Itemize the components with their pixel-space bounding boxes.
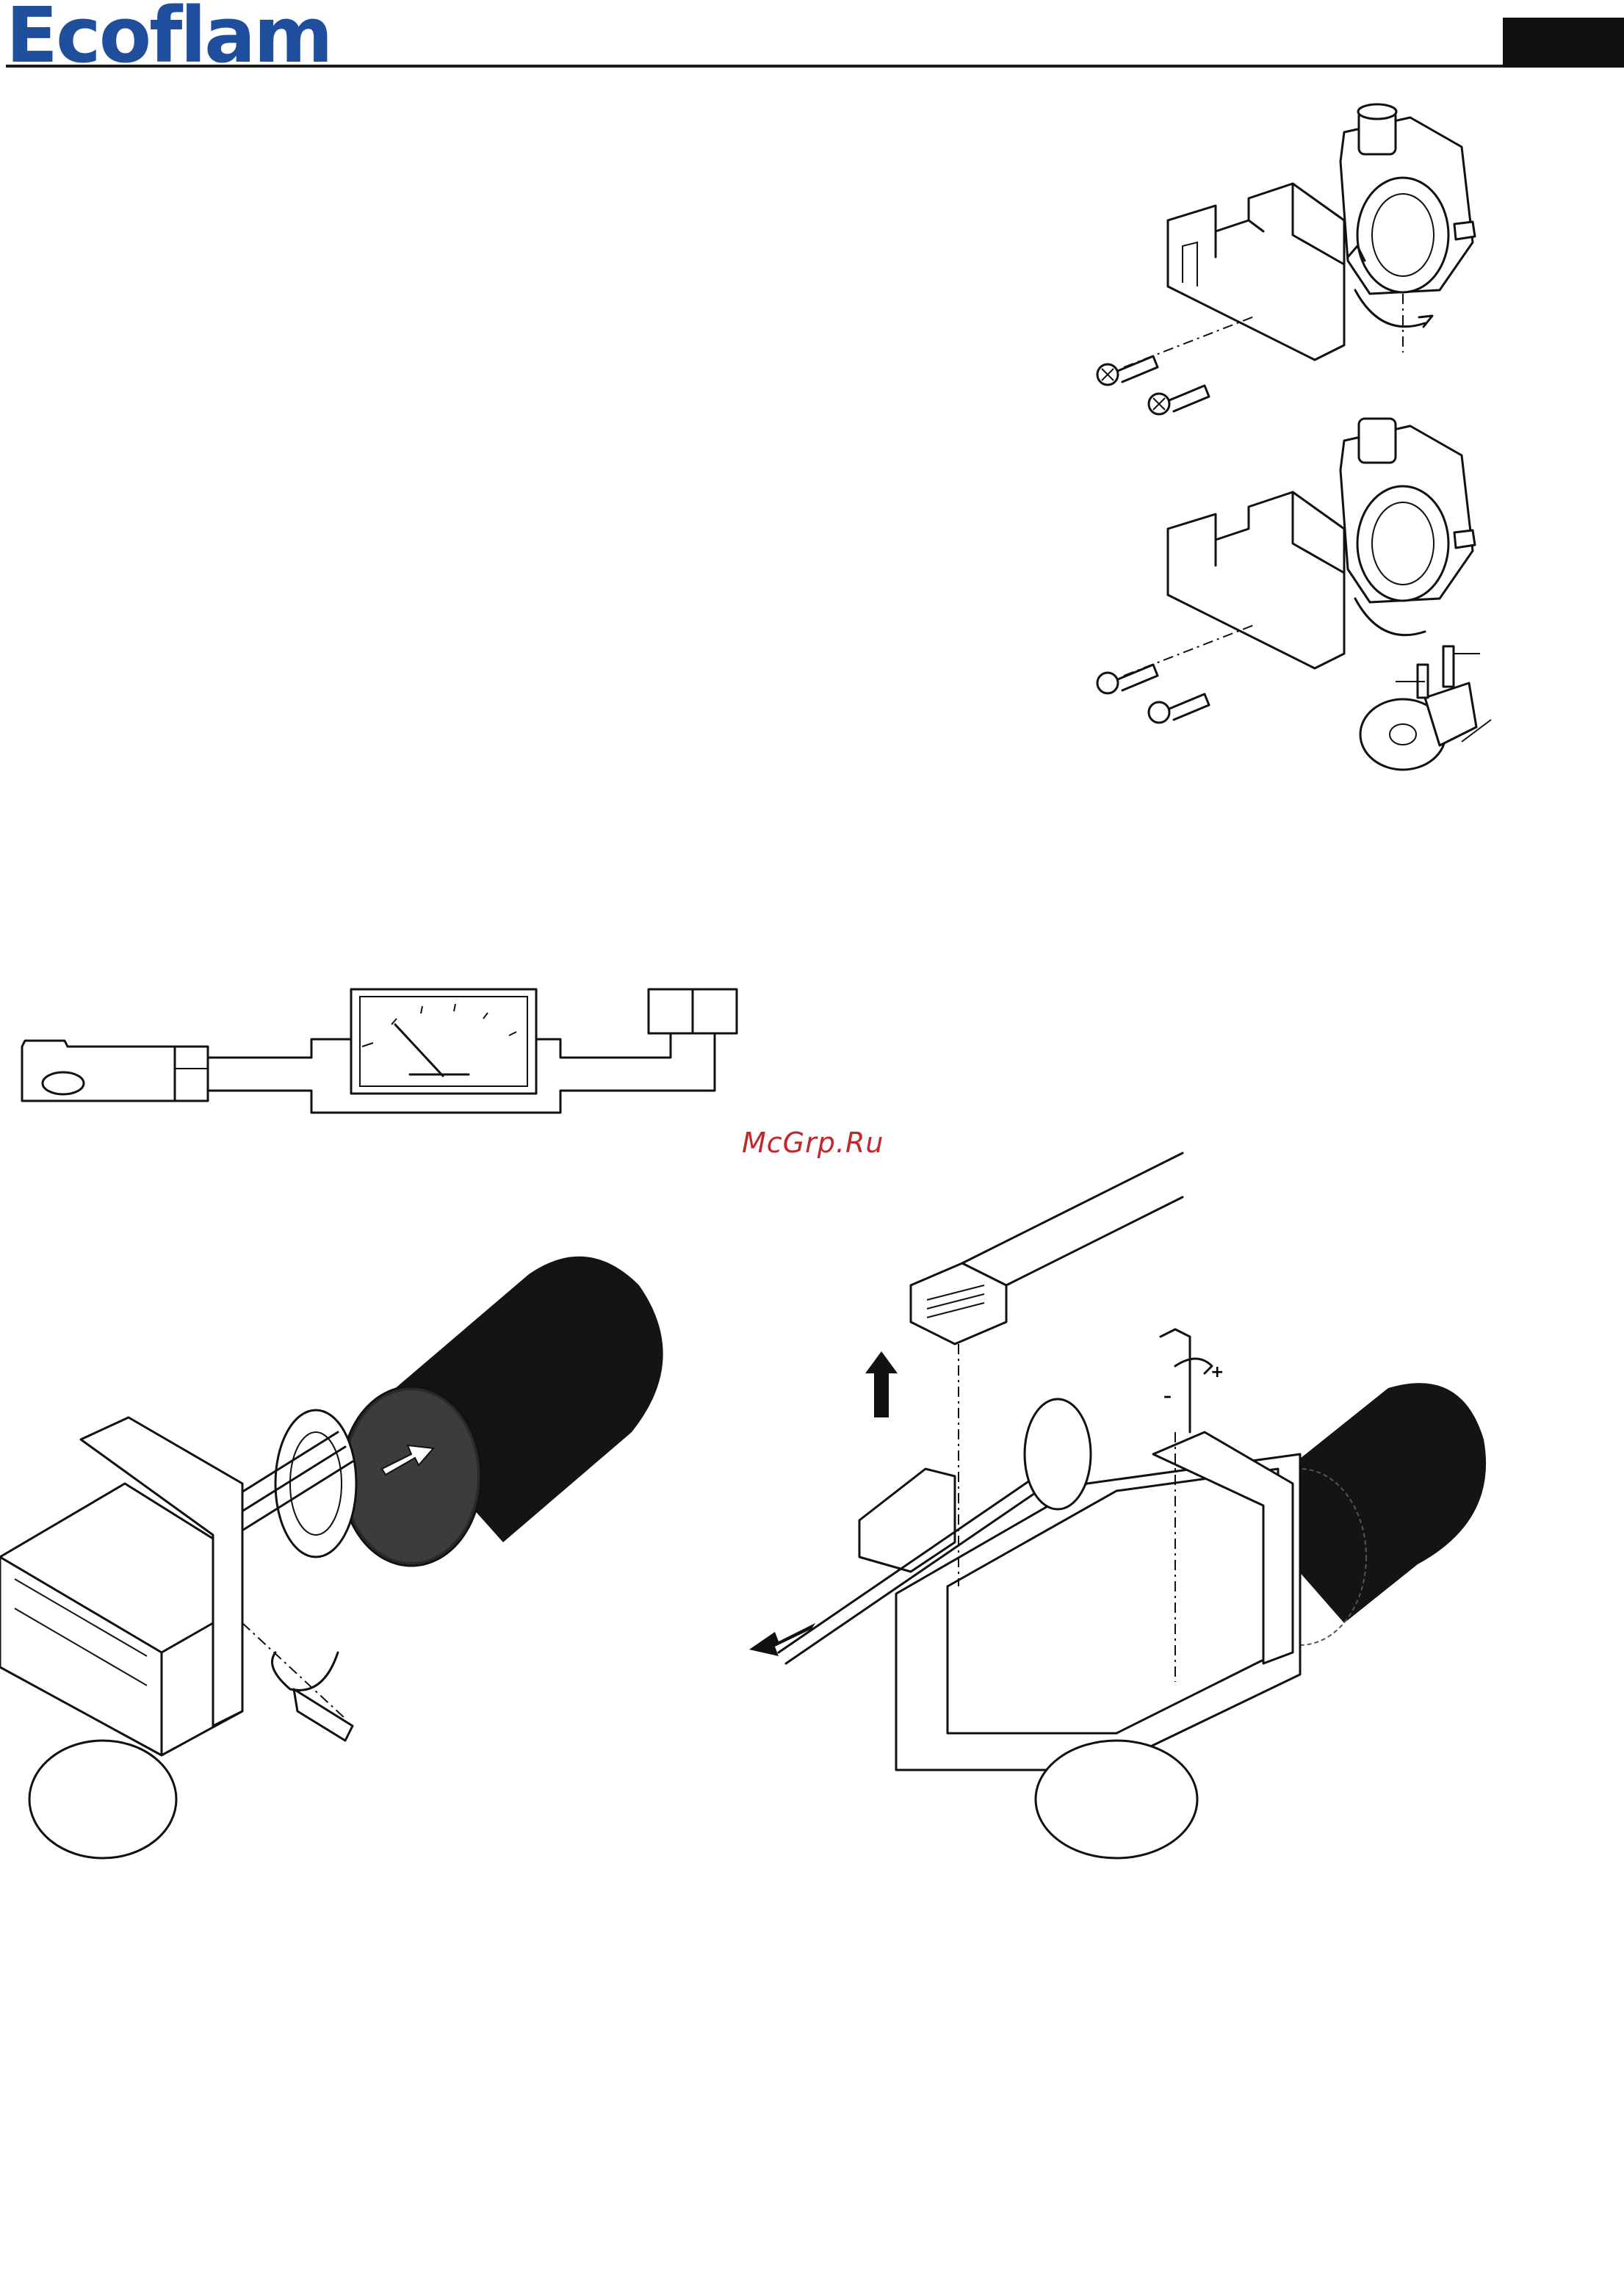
cover-plate: [1168, 184, 1344, 360]
rotation-arrow-2: [1355, 599, 1425, 635]
pump-body-2: [1340, 419, 1475, 602]
pump-cover-figure-2: [1080, 411, 1506, 793]
screw-2: [1149, 386, 1209, 414]
screw-4: [1149, 694, 1209, 723]
valve-block: [1360, 646, 1491, 770]
screw-1: [1097, 356, 1158, 385]
probe: [22, 1041, 208, 1101]
housing-cover: [911, 1153, 1183, 1344]
turn-arrow-icon: [273, 1652, 339, 1690]
plus-label: +: [1210, 1363, 1224, 1381]
adjust-key: + –: [1161, 1329, 1224, 1432]
pump-cover-figure-1: [1080, 103, 1491, 441]
page-tab: [1503, 18, 1624, 68]
pressure-gauge-diagram: [21, 980, 740, 1127]
brand-logo: Ecoflam: [6, 0, 331, 71]
adjustment-figure: + –: [735, 1241, 1542, 1799]
rotation-arrow: [1355, 290, 1425, 327]
pump-body: [1340, 104, 1475, 294]
screw-3: [1097, 665, 1158, 693]
up-arrow-icon: [865, 1351, 898, 1417]
burner-body: [0, 1417, 242, 1858]
header-rule: [6, 65, 1619, 68]
gauge: [351, 989, 536, 1094]
watermark-text: McGrp.Ru: [742, 1127, 884, 1159]
test-box: [596, 989, 737, 1091]
open-housing: [896, 1432, 1300, 1858]
blast-tube: [342, 1257, 663, 1566]
hex-key-icon: [294, 1689, 353, 1741]
minus-label: –: [1163, 1387, 1172, 1406]
blast-tube-figure: [0, 1241, 705, 1799]
cover-plate-2: [1168, 492, 1344, 668]
